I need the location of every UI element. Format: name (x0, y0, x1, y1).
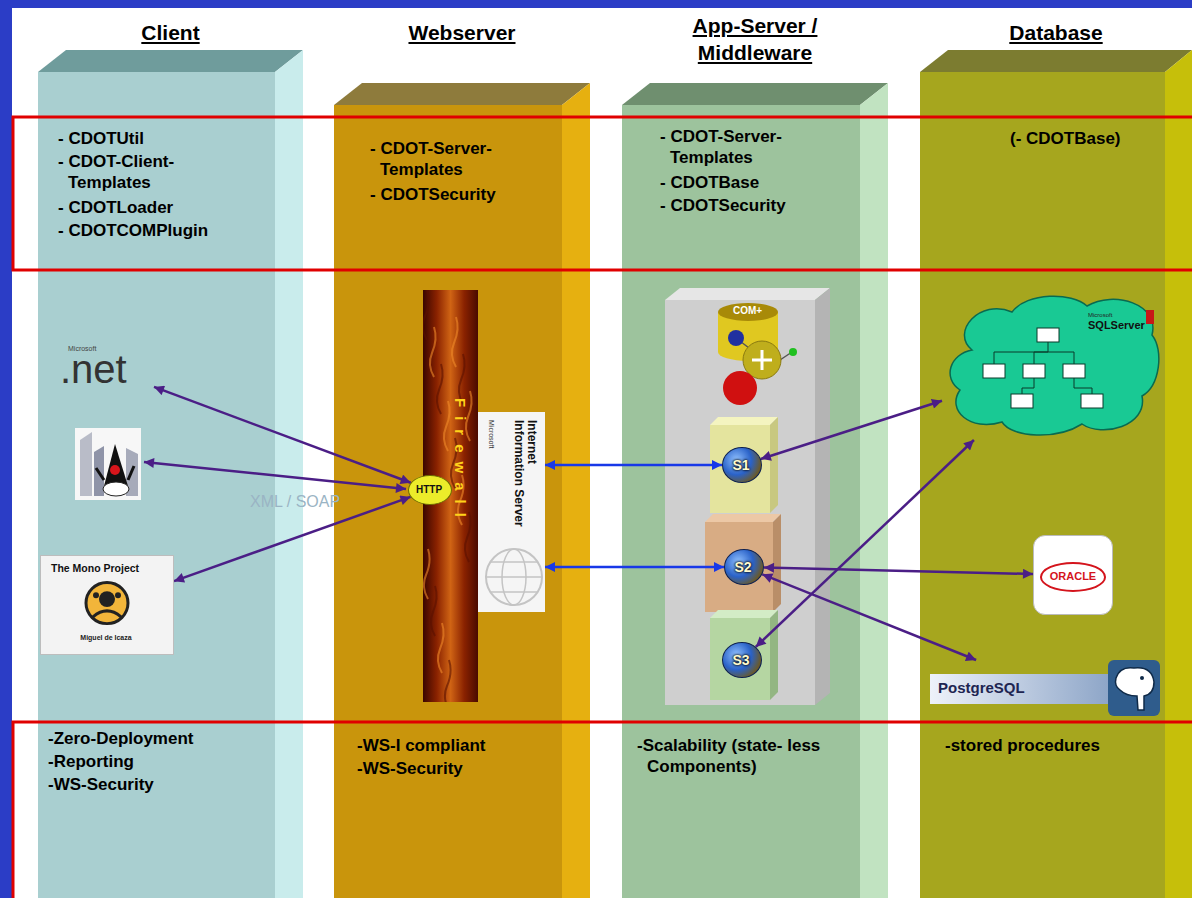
dotnet-logo: Microsoft.net (58, 345, 154, 393)
iis-logo: Microsoft Internet Information Server (478, 412, 545, 612)
node-text: (- CDOTBase) (1010, 128, 1121, 149)
service-cube (710, 610, 778, 700)
node-text: ORACLE (1040, 562, 1106, 592)
node-text: Microsoft (1088, 312, 1112, 320)
node-text: -Scalability (state- less Components) (637, 735, 829, 778)
node-text: - CDOTSecurity (370, 184, 496, 205)
data-flow-arrow (154, 387, 411, 483)
node-text: S2 (725, 559, 761, 576)
node-text: COM+ (733, 305, 762, 318)
node-text: S1 (723, 457, 759, 474)
node-text: Firewall (450, 398, 469, 526)
service-globe: S2 (724, 549, 764, 585)
logo-art (700, 300, 800, 412)
node-text: - CDOTCOMPlugin (58, 220, 208, 241)
node-text: - CDOTSecurity (660, 195, 786, 216)
logo-art (942, 290, 1164, 440)
data-flow-arrow (764, 567, 1033, 574)
service-globe: S1 (722, 447, 762, 483)
service-cube (705, 514, 781, 612)
data-flow-arrow (761, 401, 942, 459)
node-text: - CDOTBase (660, 172, 759, 193)
node-text: -WS-I compliant (357, 735, 485, 756)
node-text: -Reporting (48, 751, 134, 772)
node-text: -Zero-Deployment (48, 728, 193, 749)
node-text: Internet Information Server (513, 420, 538, 530)
java-duke-logo (75, 428, 141, 500)
node-text: SQLServer (1088, 319, 1145, 333)
node-text: - CDOTUtil (58, 128, 144, 149)
client-tier: Microsoft.netThe Mono ProjectMiguel de I… (38, 0, 275, 898)
oracle-logo: ORACLE (1033, 535, 1113, 615)
node-text: - CDOT-Server- Templates (370, 138, 520, 181)
service-globe: S3 (722, 642, 762, 678)
node-text: Miguel de Icaza (41, 634, 171, 643)
node-text: - CDOTLoader (58, 197, 173, 218)
component-housing (665, 288, 830, 705)
data-flow-arrow (545, 464, 722, 467)
data-flow-arrow (545, 566, 724, 569)
database-pillar (920, 50, 1192, 898)
node-text: The Mono Project (51, 562, 139, 575)
tier-heading: Webserver (334, 20, 590, 46)
node-text: .net (60, 349, 127, 389)
node-text: Microsoft (486, 420, 495, 448)
node-text: - CDOT-Server- Templates (660, 126, 810, 169)
webserver-tier: FirewallHTTP Microsoft Internet Informatio… (334, 0, 562, 898)
app-server-tier: COM+ S1S2S3 App-Server / Middleware - CDOT-… (622, 0, 860, 898)
postgresql-logo: PostgreSQL (930, 660, 1162, 716)
node-text: - CDOT-Client- Templates (58, 151, 208, 194)
node-text: S3 (723, 652, 759, 669)
app-server-pillar (622, 83, 888, 898)
node-text: -WS-Security (48, 774, 154, 795)
red-band (13, 722, 1192, 898)
webserver-pillar (334, 83, 590, 898)
database-tier: MicrosoftSQLServerORACLEPostgreSQLDataba… (920, 0, 1165, 898)
protocol-label: XML / SOAP (250, 492, 340, 512)
node-text: -stored procedures (945, 735, 1100, 756)
node-text: HTTP (409, 484, 449, 496)
tier-heading: Client (38, 20, 303, 46)
tier-heading: Database (920, 20, 1192, 46)
node-text: -WS-Security (357, 758, 463, 779)
red-band (13, 117, 1192, 270)
node-text: PostgreSQL (938, 679, 1025, 698)
http-port: HTTP (408, 475, 452, 505)
page-ground (12, 8, 1192, 898)
tier-heading: App-Server / Middleware (670, 12, 840, 67)
data-flow-arrow (762, 574, 976, 660)
com-plus-logo: COM+ (700, 300, 800, 412)
mono-logo: The Mono ProjectMiguel de Icaza (40, 555, 174, 655)
sqlserver-cloud: MicrosoftSQLServer (942, 290, 1164, 440)
